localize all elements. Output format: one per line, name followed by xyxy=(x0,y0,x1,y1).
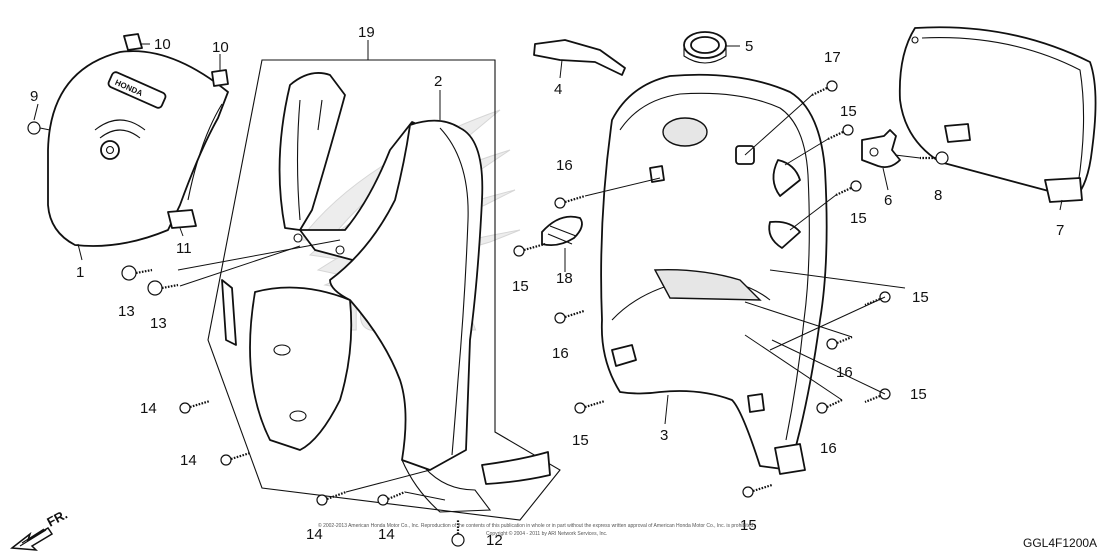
screw-15a xyxy=(513,242,546,257)
part-18-clip xyxy=(541,215,583,247)
callout-15f: 15 xyxy=(912,289,929,306)
screw-16c xyxy=(826,335,853,350)
fasteners xyxy=(27,80,949,547)
callout-8: 8 xyxy=(934,187,942,204)
callout-15b: 15 xyxy=(572,432,589,449)
copyright-line-2: Copyright © 2004 - 2011 by ARI Network S… xyxy=(486,530,607,537)
callout-16a: 16 xyxy=(556,157,573,174)
part-11-clip xyxy=(167,209,197,229)
callout-16c: 16 xyxy=(836,364,853,381)
part-19-lower-panel xyxy=(221,279,353,451)
callout-15c: 15 xyxy=(740,517,757,534)
screw-16b xyxy=(554,309,585,324)
callout-5: 5 xyxy=(745,38,753,55)
leader-lines xyxy=(33,40,1063,501)
callout-1: 1 xyxy=(76,264,84,281)
callout-15d: 15 xyxy=(840,103,857,120)
callout-7: 7 xyxy=(1056,222,1064,239)
part-2-leg-shield xyxy=(329,119,492,513)
screw-14a xyxy=(179,399,211,414)
callout-17: 17 xyxy=(824,49,841,66)
screw-15c xyxy=(742,483,773,498)
part-1-front-top-cover: HONDA xyxy=(47,50,229,247)
screw-15f xyxy=(864,291,891,307)
callout-14d: 14 xyxy=(378,526,395,543)
screw-15d xyxy=(827,124,854,140)
screw-15e xyxy=(835,180,862,196)
part-7-lid xyxy=(898,26,1097,203)
diagram-code: GGL4F1200A xyxy=(1023,536,1097,550)
callout-13b: 13 xyxy=(150,315,167,332)
part-10-clips xyxy=(123,33,229,87)
screw-16a xyxy=(554,194,586,209)
callout-16d: 16 xyxy=(820,440,837,457)
part-4-strip xyxy=(533,39,626,76)
part-6-hook xyxy=(861,129,901,169)
part-5-grommet xyxy=(683,31,727,64)
callout-9: 9 xyxy=(30,88,38,105)
screw-14b xyxy=(220,451,251,466)
callout-18: 18 xyxy=(556,270,573,287)
callout-11: 11 xyxy=(176,240,192,257)
bolt-8 xyxy=(920,151,949,165)
screw-14d xyxy=(377,490,406,506)
screw-14c xyxy=(316,490,347,506)
callout-3: 3 xyxy=(660,427,668,444)
screw-17 xyxy=(811,80,838,96)
callout-2: 2 xyxy=(434,73,442,90)
callout-10b: 10 xyxy=(212,39,229,56)
callout-15a: 15 xyxy=(512,278,529,295)
bolt-13b xyxy=(147,280,179,296)
callout-12: 12 xyxy=(486,532,503,549)
part-3-inner-rack xyxy=(600,73,828,475)
callout-15g: 15 xyxy=(910,386,927,403)
front-label: FR. xyxy=(44,507,70,530)
front-direction-arrow: FR. xyxy=(10,507,70,551)
bolt-13a xyxy=(121,265,153,281)
callout-14a: 14 xyxy=(140,400,157,417)
callout-labels: 1 2 3 4 5 6 7 8 9 10 10 11 12 13 13 14 1… xyxy=(30,24,1064,549)
callout-6: 6 xyxy=(884,192,892,209)
bolt-12 xyxy=(451,520,465,547)
callout-10a: 10 xyxy=(154,36,171,53)
callout-19: 19 xyxy=(358,24,375,41)
copyright-line-1: © 2002-2013 American Honda Motor Co., In… xyxy=(318,522,755,529)
callout-4: 4 xyxy=(554,81,562,98)
lower-strip xyxy=(481,451,551,485)
callout-14b: 14 xyxy=(180,452,197,469)
screw-15b xyxy=(574,399,606,414)
callout-13a: 13 xyxy=(118,303,135,320)
bolt-9 xyxy=(27,121,51,135)
callout-16b: 16 xyxy=(552,345,569,362)
callout-14c: 14 xyxy=(306,526,323,543)
part-19-group-outline xyxy=(207,59,561,521)
screw-16d xyxy=(816,399,843,414)
callout-15e: 15 xyxy=(850,210,867,227)
